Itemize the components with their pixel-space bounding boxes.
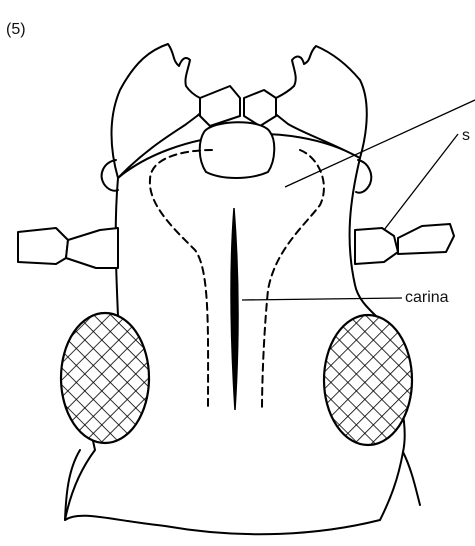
antenna-left-segment-1 (18, 228, 68, 264)
antenna-right-segment-2 (398, 224, 454, 254)
antenna-right-segment-1 (355, 228, 398, 264)
antenna-left-segment-2 (66, 228, 118, 268)
eye-left (61, 313, 149, 443)
clypeus (200, 86, 240, 126)
eye-right (324, 315, 412, 445)
occipital-flange-right (403, 452, 420, 505)
leader-line-s (384, 134, 458, 230)
